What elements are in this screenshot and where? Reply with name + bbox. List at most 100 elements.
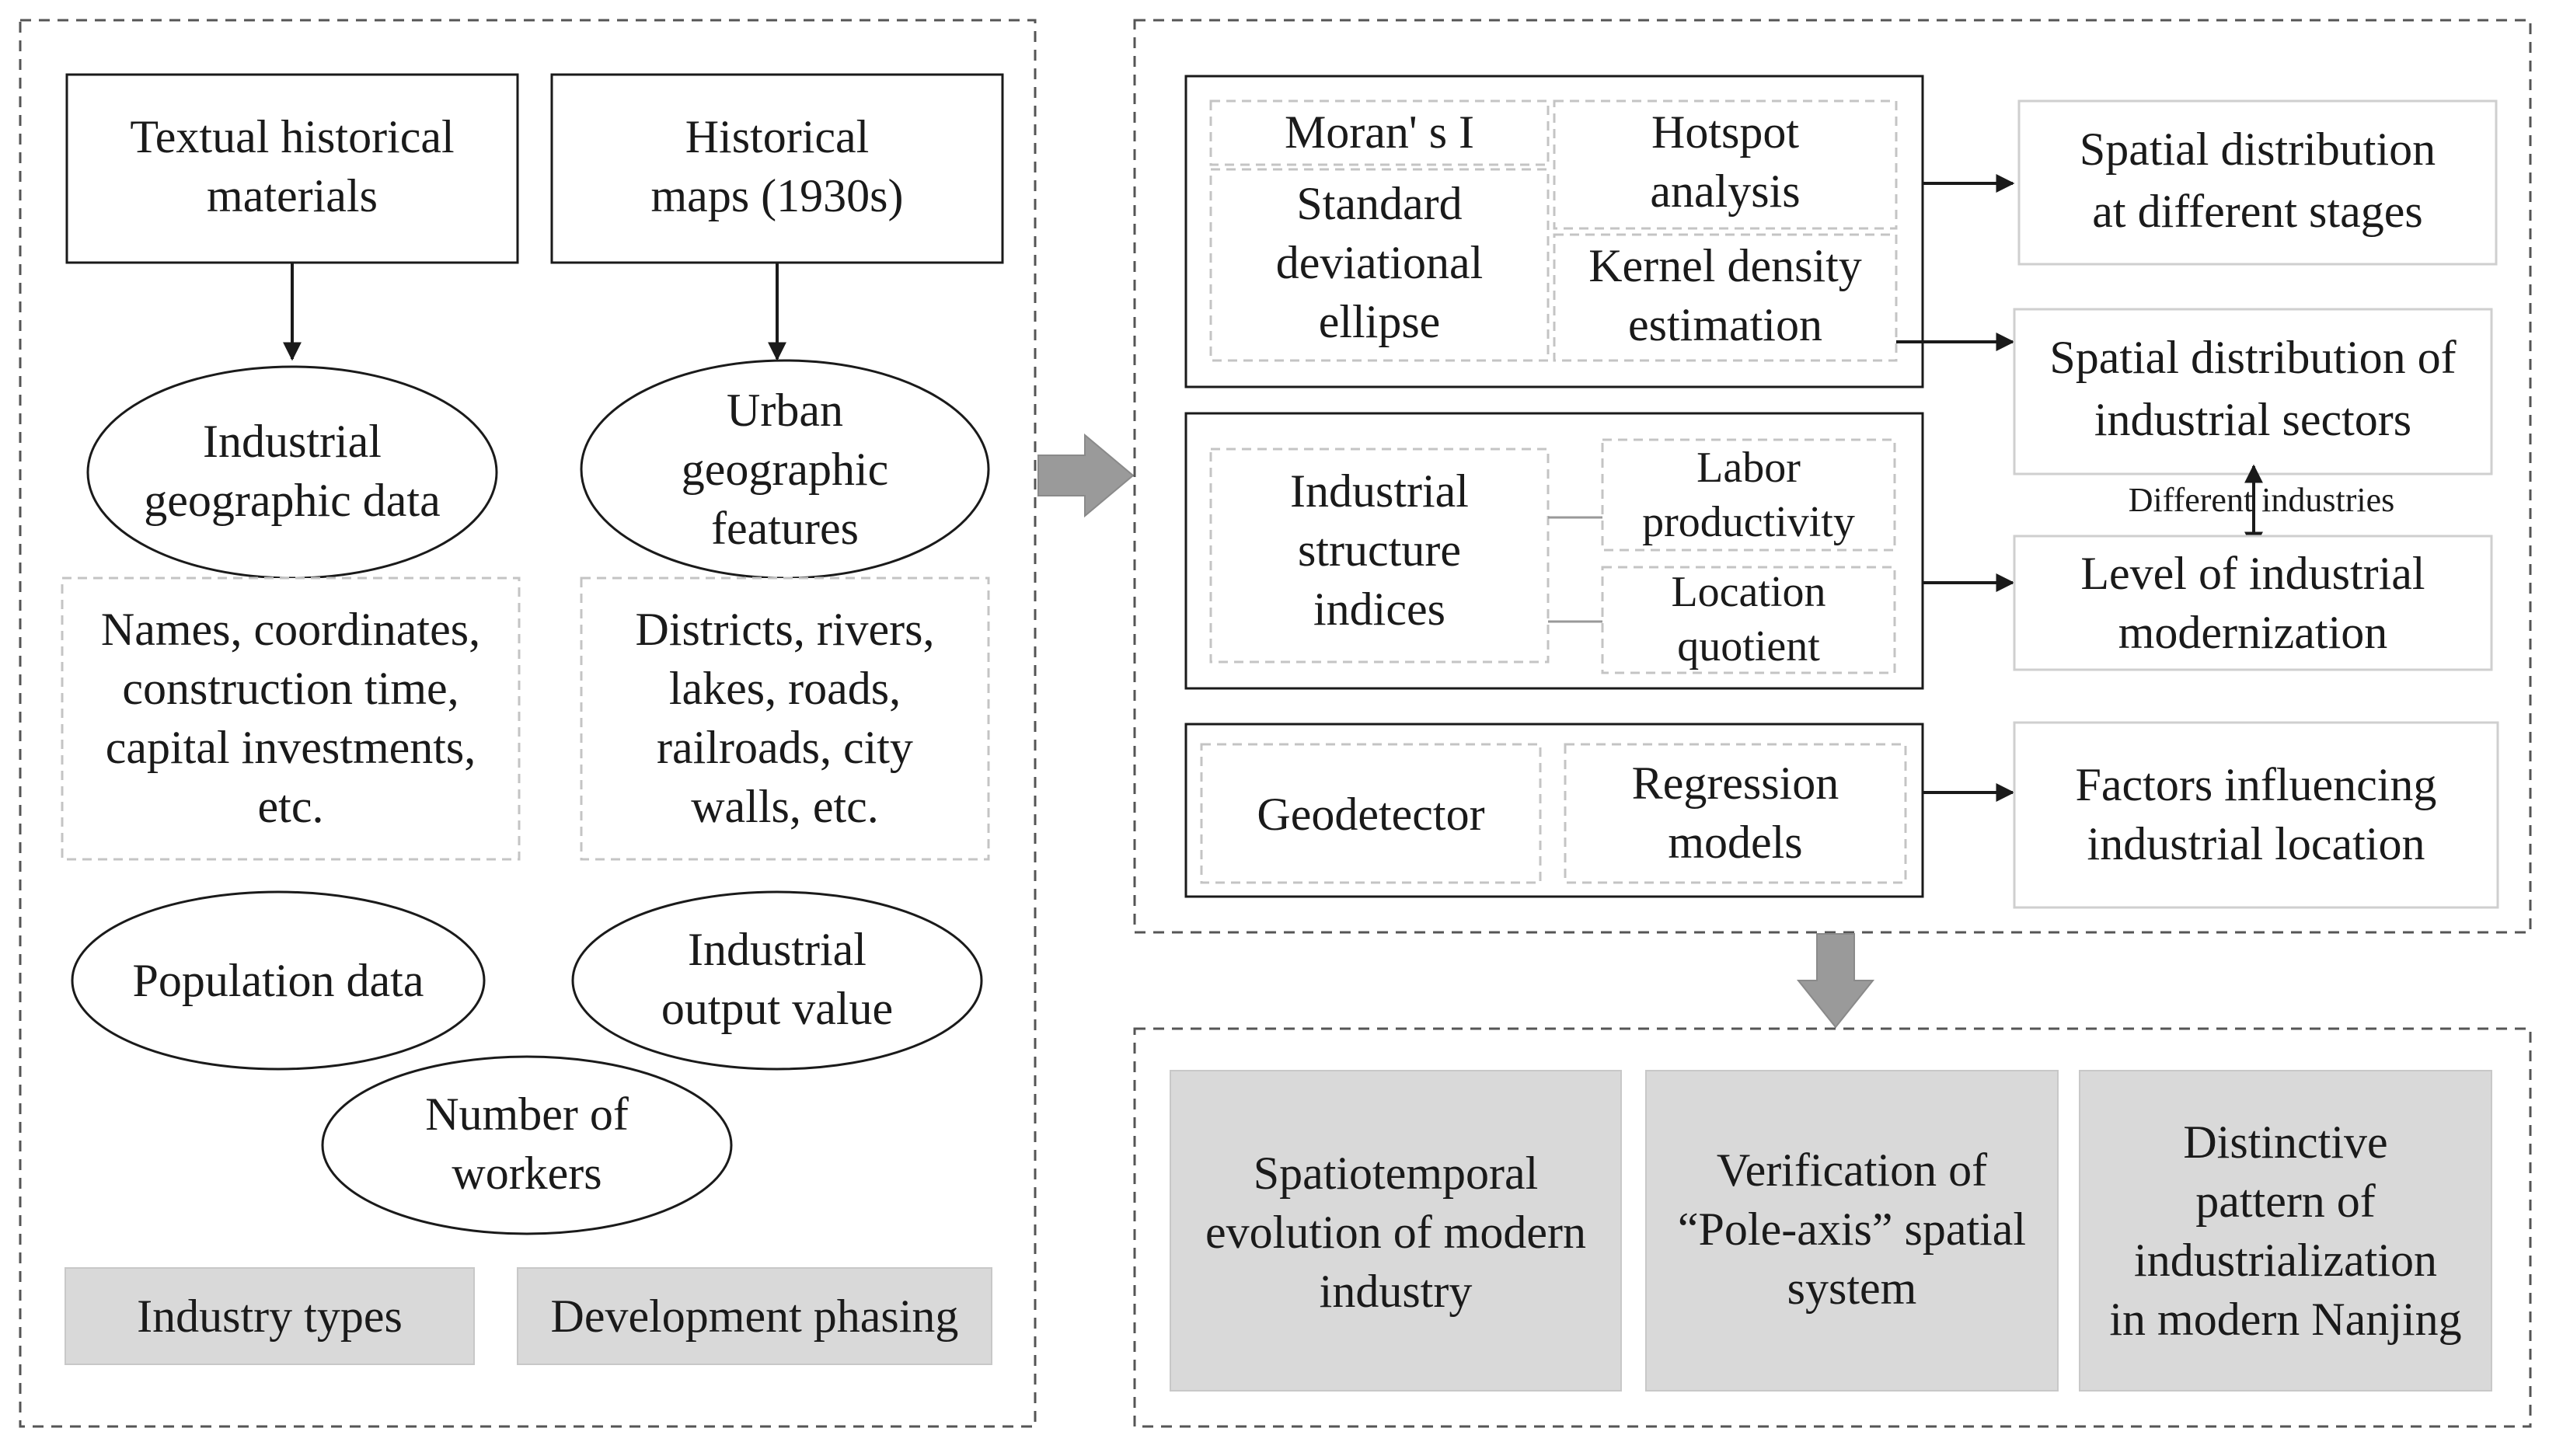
industrial-output-value-line-1: Industrial bbox=[688, 924, 867, 975]
urban-details-box: Districts, rivers, lakes, roads, railroa… bbox=[580, 576, 990, 861]
morans-i-label: Moran' s I bbox=[1285, 106, 1474, 158]
spatial-analysis-methods-box: Moran' s I Standard deviational ellipse … bbox=[1184, 75, 1924, 388]
historical-maps-line-2: maps (1930s) bbox=[651, 170, 904, 221]
spatiotemporal-evolution-line-3: industry bbox=[1320, 1266, 1473, 1317]
distinctive-pattern-line-2: pattern of bbox=[2195, 1176, 2376, 1227]
spatial-distribution-sectors-box: Spatial distribution of industrial secto… bbox=[2013, 308, 2493, 475]
development-phasing-box: Development phasing bbox=[517, 1267, 992, 1365]
industrial-geographic-data-ellipse: Industrial geographic data bbox=[86, 365, 498, 580]
hotspot-analysis-line-2: analysis bbox=[1650, 165, 1800, 217]
distinctive-pattern-line-1: Distinctive bbox=[2183, 1116, 2387, 1168]
kernel-density-estimation-line-2: estimation bbox=[1628, 299, 1822, 350]
industrial-structure-indices-box: Industrial structure indices bbox=[1209, 448, 1550, 664]
industrial-structure-indices-line-1: Industrial bbox=[1290, 465, 1469, 517]
pole-axis-verification-box: Verification of “Pole-axis” spatial syst… bbox=[1645, 1070, 2059, 1392]
kernel-density-estimation-line-1: Kernel density bbox=[1588, 240, 1862, 291]
flow-arrow-right-icon bbox=[1037, 433, 1135, 518]
urban-geographic-features-line-2: geographic bbox=[682, 444, 889, 495]
location-quotient-line-2: quotient bbox=[1677, 622, 1820, 671]
conclusions-panel: Spatiotemporal evolution of modern indus… bbox=[1133, 1027, 2532, 1428]
spatial-distribution-sectors-line-2: industrial sectors bbox=[2094, 394, 2411, 445]
regression-models-line-1: Regression bbox=[1632, 758, 1839, 809]
industrial-output-value-line-2: output value bbox=[661, 983, 893, 1034]
hotspot-analysis-line-1: Hotspot bbox=[1651, 106, 1799, 158]
distinctive-pattern-box: Distinctive pattern of industrialization… bbox=[2079, 1070, 2492, 1392]
data-sources-panel: Textual historical materials Historical … bbox=[19, 19, 1037, 1428]
industrial-details-box: Names, coordinates, construction time, c… bbox=[61, 576, 521, 861]
spatial-distribution-stages-line-1: Spatial distribution bbox=[2080, 124, 2436, 175]
factors-influencing-location-box: Factors influencing industrial location bbox=[2013, 721, 2499, 909]
industrial-details-line-4: etc. bbox=[258, 781, 324, 832]
flow-arrow-down-icon bbox=[1796, 933, 1875, 1029]
industrial-structure-methods-box: Industrial structure indices Labor produ… bbox=[1184, 412, 1924, 690]
factor-analysis-methods-box: Geodetector Regression models bbox=[1184, 723, 1924, 898]
regression-models-line-2: models bbox=[1668, 817, 1802, 868]
spatiotemporal-evolution-line-1: Spatiotemporal bbox=[1254, 1148, 1539, 1199]
labor-productivity-box: Labor productivity bbox=[1601, 438, 1896, 552]
industry-types-label: Industry types bbox=[137, 1291, 403, 1342]
industrial-geographic-data-line-1: Industrial bbox=[203, 416, 382, 467]
pole-axis-verification-line-1: Verification of bbox=[1717, 1144, 1987, 1196]
urban-details-line-2: lakes, roads, bbox=[669, 663, 901, 714]
historical-maps-line-1: Historical bbox=[685, 111, 870, 162]
methods-panel: Moran' s I Standard deviational ellipse … bbox=[1133, 19, 2532, 934]
morans-i-box: Moran' s I bbox=[1209, 99, 1550, 166]
textual-historical-materials-box: Textual historical materials bbox=[65, 73, 519, 264]
location-quotient-box: Location quotient bbox=[1601, 566, 1896, 674]
standard-deviational-ellipse-line-1: Standard bbox=[1296, 178, 1462, 229]
urban-details-line-4: walls, etc. bbox=[691, 781, 879, 832]
historical-maps-box: Historical maps (1930s) bbox=[550, 73, 1004, 264]
spatial-distribution-stages-box: Spatial distribution at different stages bbox=[2017, 99, 2498, 266]
industrial-modernization-box: Level of industrial modernization bbox=[2013, 535, 2493, 671]
hotspot-analysis-box: Hotspot analysis bbox=[1553, 99, 1898, 230]
urban-geographic-features-line-3: features bbox=[711, 503, 859, 554]
standard-deviational-ellipse-box: Standard deviational ellipse bbox=[1209, 168, 1550, 362]
urban-geographic-features-ellipse: Urban geographic features bbox=[580, 359, 990, 580]
industrial-structure-indices-line-2: structure bbox=[1298, 524, 1461, 576]
industry-types-box: Industry types bbox=[65, 1267, 475, 1365]
industrial-output-value-ellipse: Industrial output value bbox=[571, 890, 983, 1071]
industrial-details-line-3: capital investments, bbox=[106, 722, 476, 773]
regression-models-box: Regression models bbox=[1564, 743, 1907, 884]
spatial-distribution-stages-line-2: at different stages bbox=[2092, 186, 2422, 237]
number-of-workers-ellipse: Number of workers bbox=[321, 1055, 733, 1235]
standard-deviational-ellipse-line-2: deviational bbox=[1276, 237, 1484, 288]
industrial-details-line-1: Names, coordinates, bbox=[101, 604, 480, 655]
number-of-workers-line-1: Number of bbox=[425, 1089, 629, 1140]
urban-details-line-3: railroads, city bbox=[657, 722, 913, 773]
urban-details-line-1: Districts, rivers, bbox=[636, 604, 935, 655]
conclusions-panel-border bbox=[1133, 1027, 2532, 1428]
industrial-modernization-line-1: Level of industrial bbox=[2080, 548, 2425, 599]
urban-geographic-features-line-1: Urban bbox=[727, 385, 843, 436]
geodetector-box: Geodetector bbox=[1200, 743, 1542, 884]
number-of-workers-line-2: workers bbox=[452, 1148, 602, 1199]
population-data-label: Population data bbox=[133, 955, 424, 1006]
spatial-distribution-sectors-line-1: Spatial distribution of bbox=[2049, 332, 2456, 383]
industrial-geographic-data-line-2: geographic data bbox=[144, 475, 440, 526]
textual-historical-materials-line-1: Textual historical bbox=[130, 111, 454, 162]
spatiotemporal-evolution-line-2: evolution of modern bbox=[1205, 1207, 1586, 1258]
textual-historical-materials-line-2: materials bbox=[207, 170, 378, 221]
labor-productivity-line-1: Labor bbox=[1696, 444, 1801, 492]
geodetector-label: Geodetector bbox=[1257, 789, 1484, 840]
standard-deviational-ellipse-line-3: ellipse bbox=[1319, 296, 1441, 347]
different-industries-label: Different industries bbox=[2129, 481, 2395, 519]
industrial-structure-indices-line-3: indices bbox=[1313, 583, 1445, 635]
distinctive-pattern-line-3: industrialization bbox=[2134, 1235, 2437, 1286]
kernel-density-estimation-box: Kernel density estimation bbox=[1553, 233, 1898, 362]
pole-axis-verification-line-2: “Pole-axis” spatial bbox=[1678, 1203, 2026, 1255]
pole-axis-verification-line-3: system bbox=[1787, 1263, 1917, 1314]
labor-productivity-line-2: productivity bbox=[1642, 498, 1855, 546]
factors-influencing-location-line-1: Factors influencing bbox=[2076, 759, 2437, 810]
distinctive-pattern-line-4: in modern Nanjing bbox=[2109, 1294, 2461, 1345]
development-phasing-label: Development phasing bbox=[551, 1291, 959, 1342]
population-data-ellipse: Population data bbox=[71, 890, 486, 1071]
industrial-details-line-2: construction time, bbox=[122, 663, 459, 714]
industrial-modernization-line-2: modernization bbox=[2118, 607, 2388, 658]
spatiotemporal-evolution-box: Spatiotemporal evolution of modern indus… bbox=[1170, 1070, 1622, 1392]
methods-panel-border bbox=[1133, 19, 2532, 934]
data-sources-panel-border bbox=[19, 19, 1037, 1428]
factors-influencing-location-line-2: industrial location bbox=[2087, 818, 2425, 869]
location-quotient-line-1: Location bbox=[1671, 568, 1825, 616]
